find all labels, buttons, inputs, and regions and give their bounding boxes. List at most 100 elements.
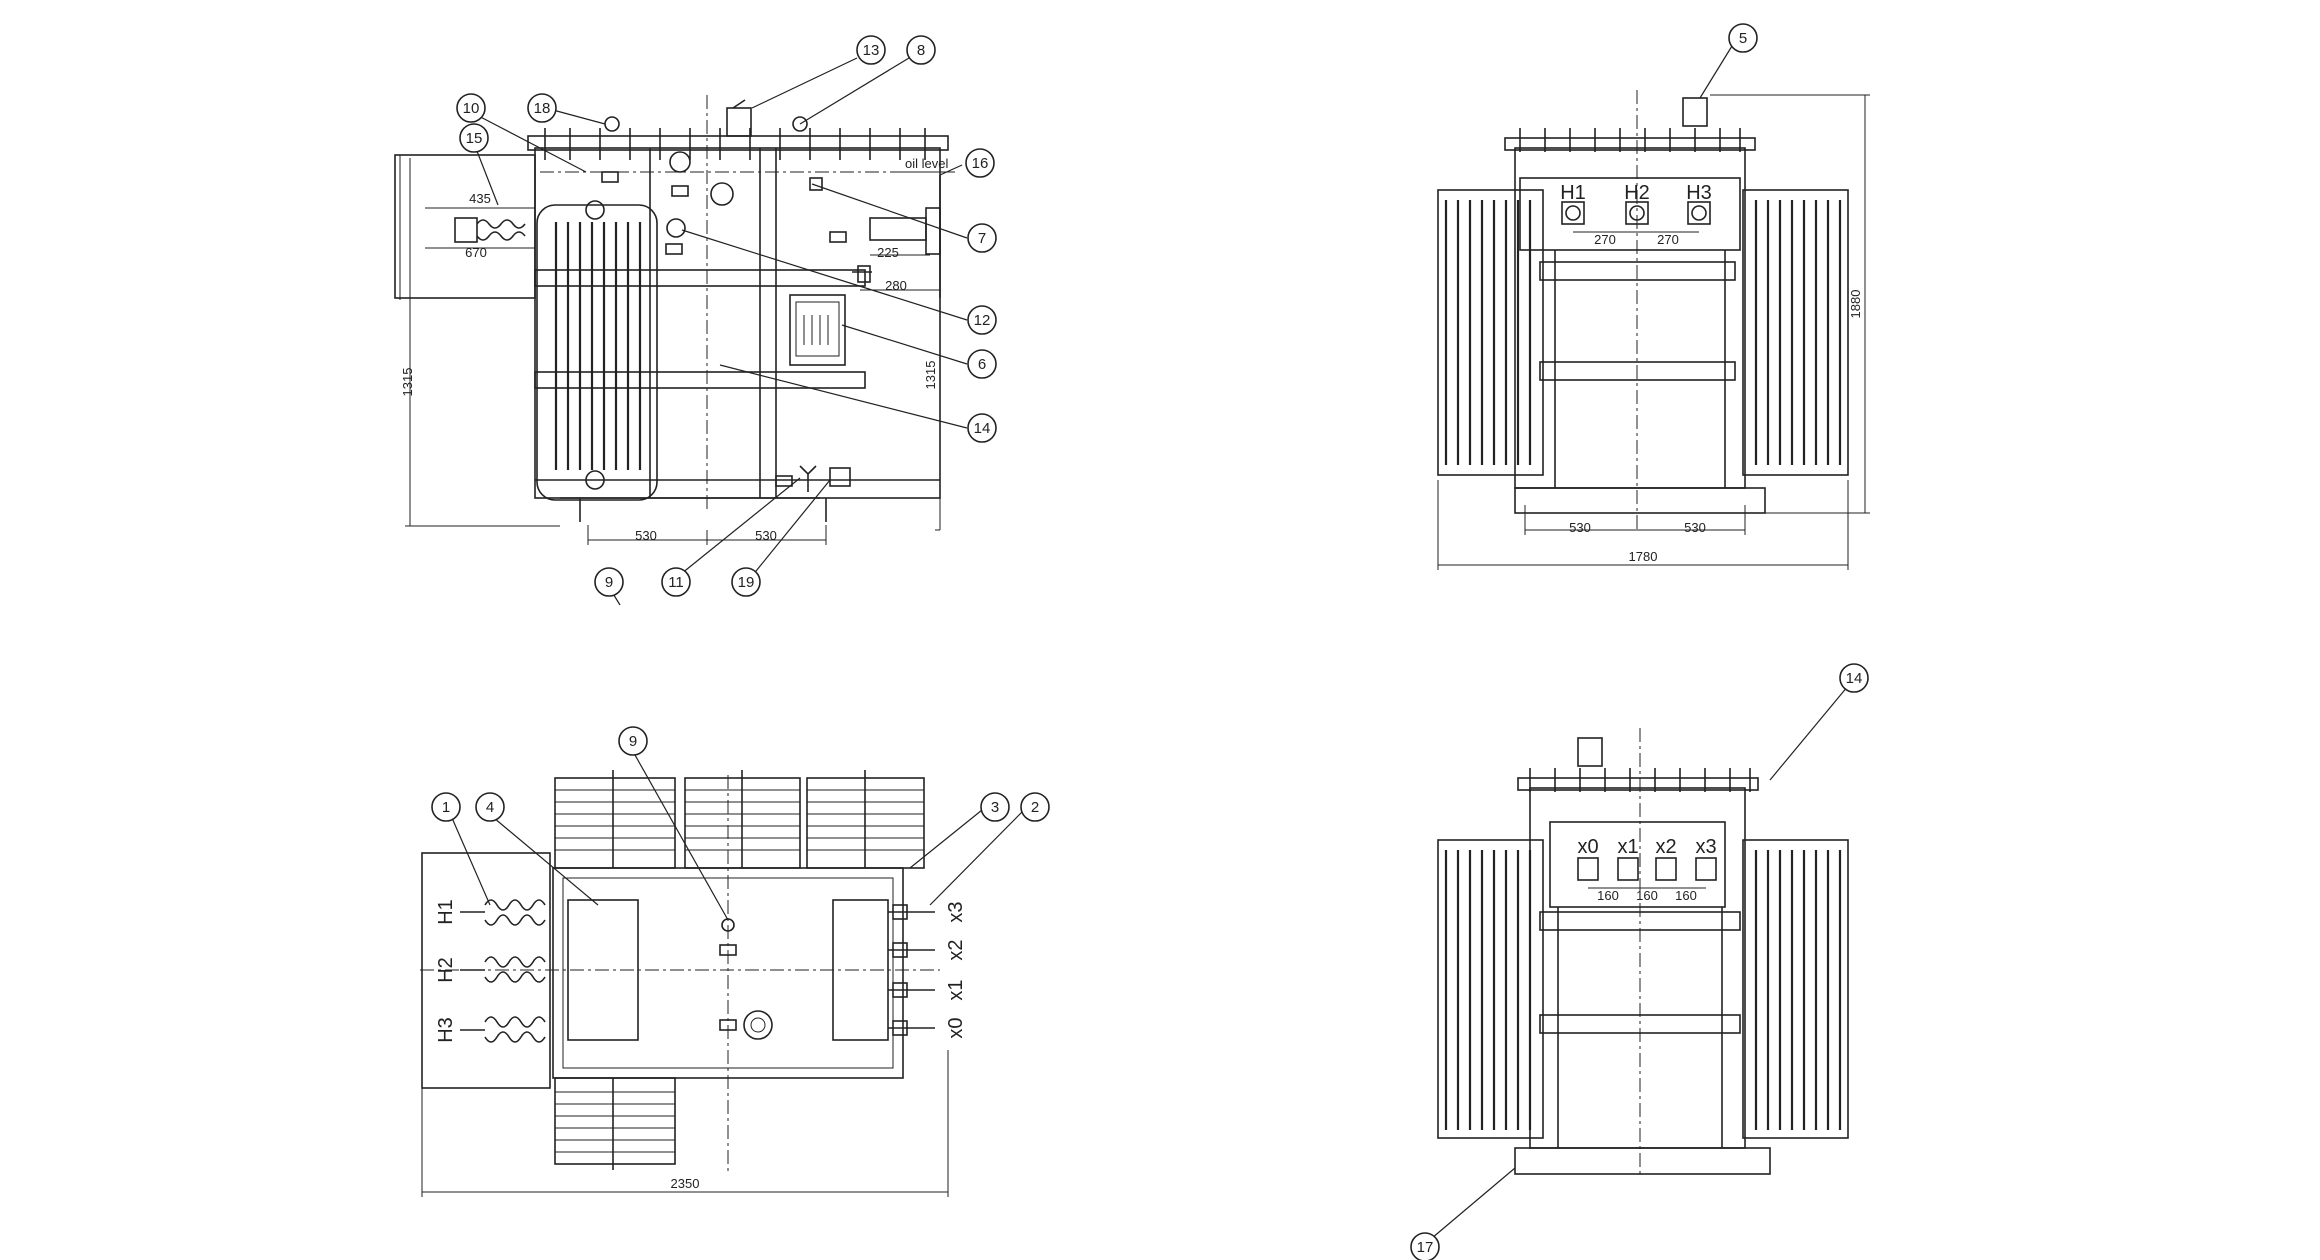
svg-text:7: 7 (978, 230, 986, 247)
top-view: H1 H2 H3 x3 x2 x1 x0 2350 1 4 9 3 2 (420, 726, 1050, 1197)
svg-text:8: 8 (917, 42, 925, 59)
callout-6 (967, 349, 997, 379)
svg-text:11: 11 (668, 574, 684, 591)
pressure-relief-device (726, 107, 752, 137)
svg-text:16: 16 (972, 155, 989, 172)
radiator-fins (554, 222, 642, 470)
front-view: 435 670 225 280 530 530 1315 1315 oil le… (394, 35, 997, 606)
svg-text:14: 14 (1846, 670, 1863, 687)
top-gauge (743, 1010, 773, 1040)
side-view-hv: H1 H2 H3 270 270 530 530 1780 1880 (1437, 23, 1870, 570)
callout-5 (1728, 23, 1758, 53)
svg-text:1: 1 (442, 799, 450, 816)
hv-bushing-box (1519, 177, 1741, 251)
callout-14 (967, 413, 997, 443)
top-label-h1: H1 (435, 899, 457, 925)
svg-text:15: 15 (466, 130, 483, 147)
callout-19 (731, 567, 761, 597)
top-label-x0: x0 (945, 1017, 967, 1038)
callout-16 (965, 148, 995, 178)
top-radiator-fins (555, 770, 924, 1170)
callout-1 (431, 792, 461, 822)
svg-text:9: 9 (605, 574, 613, 591)
lv-pressure-relief (1577, 737, 1603, 767)
lv-bushing-box (1549, 821, 1726, 908)
svg-text:18: 18 (534, 100, 551, 117)
radiator-bank (554, 1077, 676, 1165)
top-label-x1: x1 (945, 979, 967, 1000)
svg-text:13: 13 (863, 42, 880, 59)
bushing-label-x1: x1 (1617, 836, 1638, 858)
dim-270-a: 270 (1594, 232, 1616, 247)
lv-radiator-fins (1444, 850, 1842, 1130)
callout-9-top (618, 726, 648, 756)
callout-2 (1020, 792, 1050, 822)
dim-280: 280 (885, 278, 907, 293)
cover-bolts (544, 128, 926, 160)
svg-text:9: 9 (629, 733, 637, 750)
lv-left-radiator (1437, 839, 1544, 1139)
callout-17 (1410, 1232, 1440, 1260)
dim-530-b: 530 (1684, 520, 1706, 535)
front-radiator (536, 204, 658, 501)
dim-160-c: 160 (1675, 888, 1697, 903)
dim-530-a: 530 (1569, 520, 1591, 535)
front-dimensions: 435 670 225 280 530 530 1315 1315 (399, 155, 941, 545)
front-callouts: 13 8 10 18 15 16 7 12 6 14 9 11 19 (456, 35, 997, 597)
svg-text:4: 4 (486, 799, 494, 816)
lifting-lug (792, 116, 808, 132)
dim-1315-left: 1315 (400, 368, 415, 397)
hv-cable-box (394, 154, 536, 299)
side-view-lv: x0 x1 x2 x3 160 160 160 14 17 (1410, 663, 1869, 1260)
dim-1315-right: 1315 (923, 361, 938, 390)
svg-text:19: 19 (738, 574, 755, 591)
callout-7 (967, 223, 997, 253)
control-box (789, 294, 846, 366)
lv-right-radiator (1742, 839, 1849, 1139)
bushing-label-x2: x2 (1655, 836, 1676, 858)
dim-670: 670 (465, 245, 487, 260)
svg-text:14: 14 (974, 420, 991, 437)
top-label-h3: H3 (435, 1017, 457, 1043)
svg-text:17: 17 (1417, 1239, 1434, 1256)
callout-12 (967, 305, 997, 335)
callout-4 (475, 792, 505, 822)
side-hv-dimensions: 530 530 1780 1880 (1437, 94, 1870, 570)
oil-level-gauge (710, 182, 734, 206)
dim-530-left: 530 (635, 528, 657, 543)
thermometer-gauge (669, 151, 691, 173)
lifting-lug (604, 116, 620, 132)
side-cover-bolts (1519, 128, 1741, 152)
top-label-x2: x2 (945, 939, 967, 960)
right-radiator (1742, 189, 1849, 476)
callout-11 (661, 567, 691, 597)
svg-text:3: 3 (991, 799, 999, 816)
bushing-label-h3: H3 (1686, 182, 1712, 204)
hv-bushings-top (460, 899, 546, 1043)
side-base (1514, 487, 1766, 514)
top-label-x3: x3 (945, 901, 967, 922)
side-pressure-relief (1682, 97, 1708, 127)
svg-text:10: 10 (463, 100, 480, 117)
callout-3 (980, 792, 1010, 822)
bushing-label-x3: x3 (1695, 836, 1716, 858)
callout-9 (594, 567, 624, 597)
oil-level-label: oil level (905, 156, 948, 171)
dim-435: 435 (469, 191, 491, 206)
svg-text:6: 6 (978, 356, 986, 373)
lv-side-base (1514, 1147, 1771, 1175)
dim-160-b: 160 (1636, 888, 1658, 903)
callout-8 (906, 35, 936, 65)
dim-270-b: 270 (1657, 232, 1679, 247)
svg-text:12: 12 (974, 312, 991, 329)
lv-bushings-top (888, 904, 935, 1036)
bushing-label-x0: x0 (1577, 836, 1598, 858)
svg-text:2: 2 (1031, 799, 1039, 816)
top-label-h2: H2 (435, 957, 457, 983)
callout-18 (527, 93, 557, 123)
lv-cover-bolts (1529, 768, 1751, 792)
dim-2350: 2350 (671, 1176, 700, 1191)
left-radiator (1437, 189, 1544, 476)
dim-160-a: 160 (1597, 888, 1619, 903)
